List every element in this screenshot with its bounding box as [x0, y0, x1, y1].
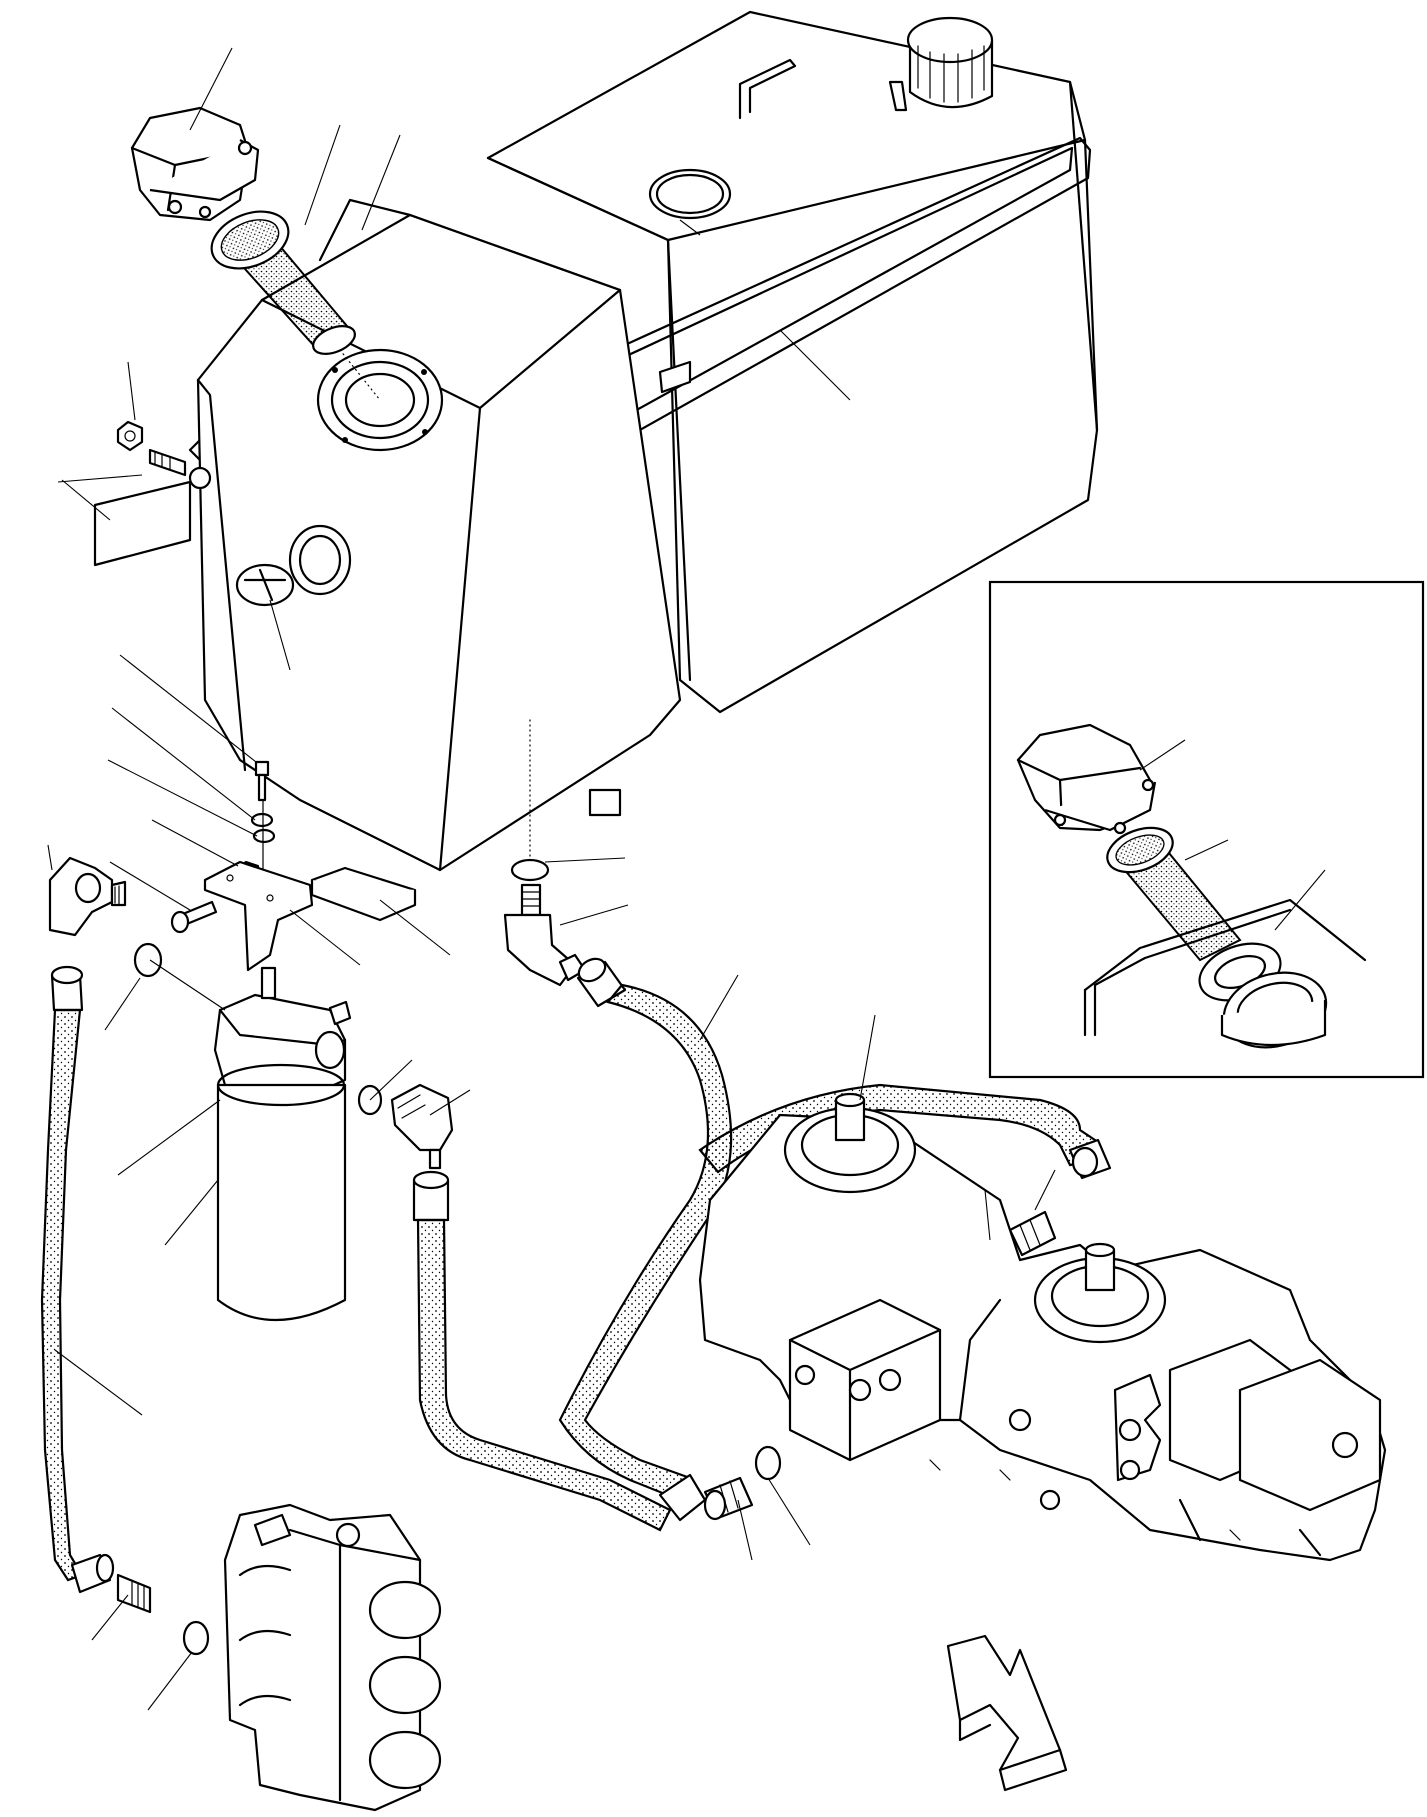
return-hose: [416, 1218, 672, 1532]
detail-view: [988, 580, 1425, 1079]
filter-head: [213, 966, 352, 1102]
case-drain-adapter: [1008, 1210, 1057, 1257]
strap-nut: [116, 420, 144, 452]
control-valve: [223, 1503, 442, 1812]
hose-nut-left-bottom: [70, 1553, 115, 1594]
mounting-screw: [254, 760, 270, 802]
leader-lines: [47, 47, 1326, 1711]
hydraulic-tank: [93, 198, 682, 922]
o-ring-left: [133, 942, 163, 978]
elbow-fitting-left: [48, 856, 127, 937]
nipple-tank-outlet: [520, 883, 542, 917]
front-pad: [93, 480, 192, 567]
o-ring-pump-inlet: [754, 1445, 782, 1481]
suction-hose: [40, 1008, 84, 1582]
detail-filler-cap: [1016, 723, 1157, 835]
filler-cap: [130, 106, 260, 222]
strap-bolt: [148, 448, 212, 490]
bracket-bolt: [170, 900, 218, 934]
lock-washer: [250, 812, 274, 828]
fuel-cap: [906, 16, 994, 109]
pressure-hose: [558, 983, 733, 1502]
strainer-basket: [210, 210, 356, 355]
elbow-fitting-tank: [503, 913, 587, 987]
o-ring-tank-outlet: [510, 858, 550, 882]
hydraulic-pump: [698, 1092, 1387, 1562]
fuel-tank: [486, 10, 1099, 714]
bracket: [203, 860, 314, 972]
adapter-pump-inlet: [703, 1476, 754, 1521]
direction-arrow: [946, 1634, 1068, 1792]
hose-nut-left-top: [50, 965, 84, 1012]
detail-strainer-basket: [1106, 826, 1242, 962]
case-drain-nut: [1068, 1138, 1112, 1180]
filter-cartridge: [216, 1063, 347, 1322]
level-gauge: [235, 563, 295, 607]
elbow-fitting-filter: [390, 1083, 454, 1170]
hose-nut-return-top: [412, 1170, 450, 1222]
o-ring-valve: [182, 1620, 210, 1656]
detail-filler-neck: [1220, 971, 1328, 1049]
washer: [252, 828, 276, 844]
filler-neck: [316, 348, 444, 452]
o-ring-filter: [357, 1084, 383, 1116]
inspection-cover: [648, 168, 732, 220]
valve-fitting: [116, 1573, 152, 1614]
